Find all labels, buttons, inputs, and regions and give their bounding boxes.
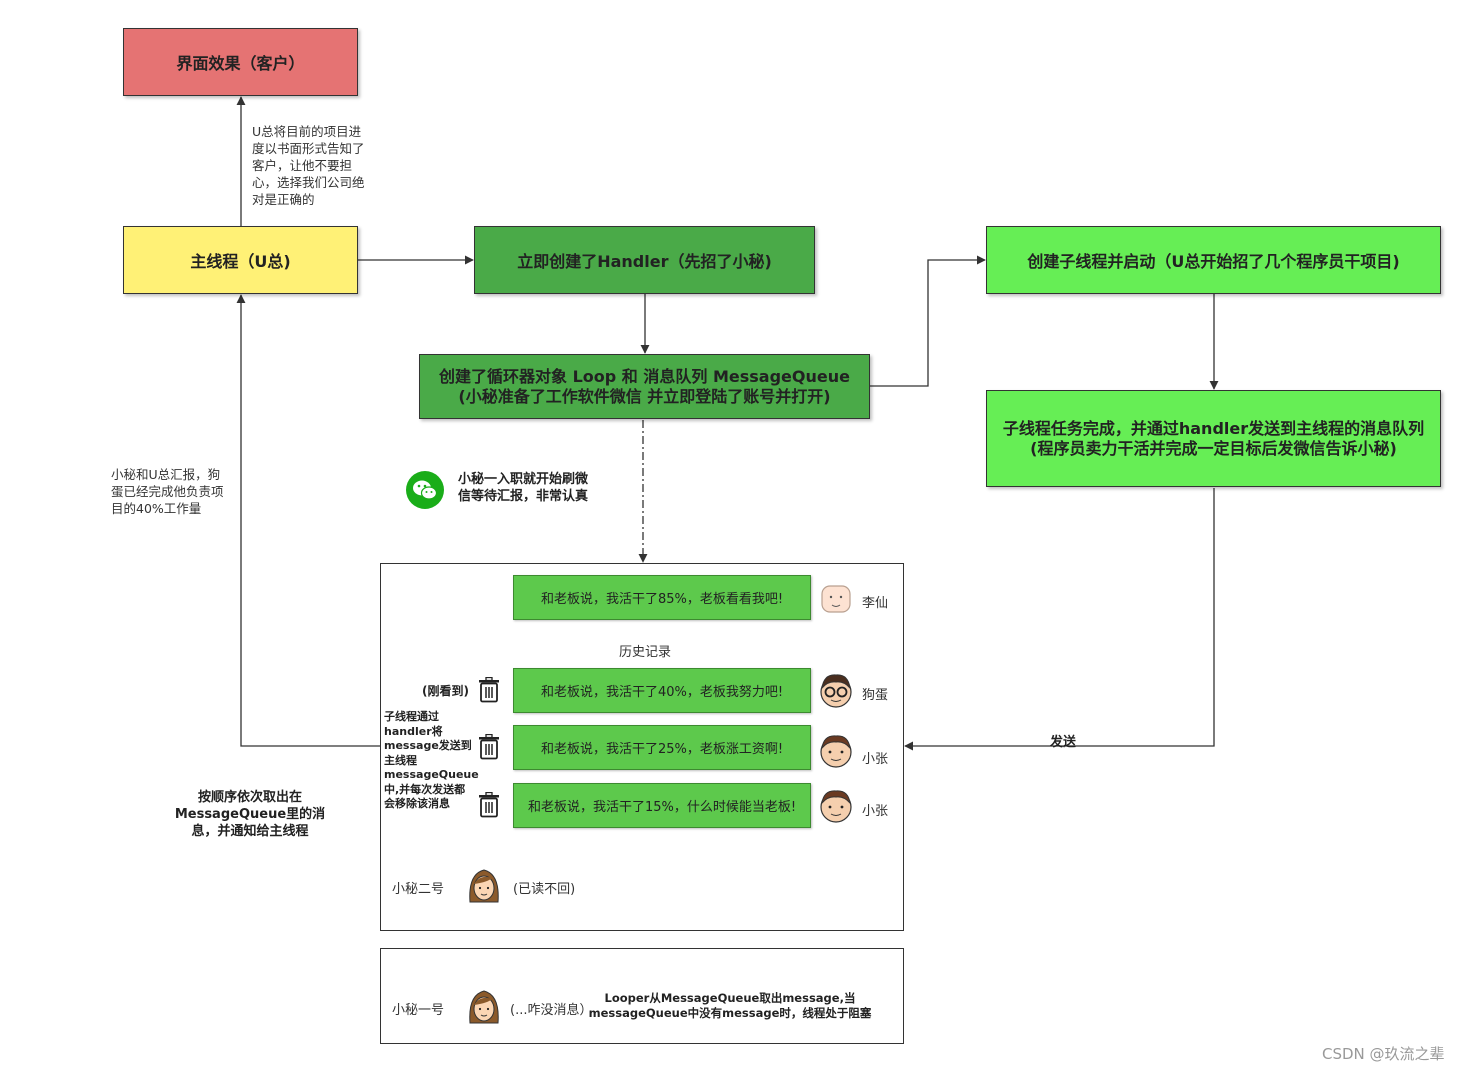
looper-line: 创建了循环器对象 Loop 和 消息队列 MessageQueue [439, 366, 850, 386]
secretary1-status: (...咋没消息） [510, 1003, 593, 1018]
sender-name: 小张 [862, 804, 889, 819]
girl-avatar-icon [469, 869, 499, 903]
handler-box: 立即创建了Handler（先招了小秘) [474, 226, 815, 294]
looper-line: (小秘准备了工作软件微信 并立即登陆了账号并打开) [458, 386, 831, 406]
wechat-icon [406, 471, 444, 509]
ui-effect-label: 界面效果（客户） [176, 54, 305, 73]
watermark: CSDN @玖流之辈 [1322, 1045, 1445, 1063]
chat-message: 和老板说，我活干了25%，老板涨工资啊! [513, 725, 811, 770]
bottom-panel [380, 948, 904, 1044]
avatar-icon [820, 790, 852, 823]
avatar-icon [820, 674, 852, 708]
main-thread-box: 主线程（U总) [123, 226, 358, 294]
chat-message: 和老板说，我活干了85%，老板看看我吧! [513, 575, 811, 620]
take-in-order-note: 按顺序依次取出在 MessageQueue里的消 息，并通知给主线程 [174, 790, 326, 839]
just-read-label: (刚看到) [422, 684, 469, 698]
sub-thread-label: 创建子线程并启动（U总开始招了几个程序员干项目) [1027, 252, 1400, 271]
sender-name: 李仙 [862, 596, 889, 611]
sub-done-box: 子线程任务完成，并通过handler发送到主线程的消息队列 (程序员卖力干活并完… [986, 390, 1441, 487]
chat-message: 和老板说，我活干了15%，什么时候能当老板! [513, 783, 811, 828]
report-client-note: U总将目前的项目进 度以书面形式告知了 客户，让他不要担 心，选择我们公司绝 对… [252, 124, 365, 207]
sub-send-note: 子线程通过 handler将 message发送到 主线程 messageQue… [384, 710, 479, 810]
secretary2-status: (已读不回) [513, 882, 576, 897]
sub-done-line: 子线程任务完成，并通过handler发送到主线程的消息队列 [1002, 418, 1425, 438]
secretary1-label: 小秘一号 [392, 1003, 445, 1018]
trash-icon [479, 677, 499, 703]
ui-effect-box: 界面效果（客户） [123, 28, 358, 96]
handler-label: 立即创建了Handler（先招了小秘) [517, 252, 772, 271]
looper-box: 创建了循环器对象 Loop 和 消息队列 MessageQueue (小秘准备了… [419, 354, 870, 419]
avatar-icon [821, 585, 851, 613]
send-label: 发送 [1050, 735, 1077, 750]
secretary2-label: 小秘二号 [392, 882, 445, 897]
chat-message: 和老板说，我活干了40%，老板我努力吧! [513, 668, 811, 713]
sender-name: 狗蛋 [862, 688, 889, 703]
arrow-chat-to-main [236, 294, 381, 747]
sender-name: 小张 [862, 752, 889, 767]
sub-thread-box: 创建子线程并启动（U总开始招了几个程序员干项目) [986, 226, 1441, 294]
blocking-note: Looper从MessageQueue取出message,当 messageQu… [588, 991, 872, 1020]
trash-icon [479, 734, 499, 760]
wechat-note: 小秘一入职就开始刷微 信等待汇报，非常认真 [458, 472, 589, 504]
report-boss-note: 小秘和U总汇报，狗 蛋已经完成他负责项 目的40%工作量 [111, 467, 224, 516]
history-label: 历史记录 [619, 645, 672, 660]
main-thread-label: 主线程（U总) [190, 252, 291, 271]
arrow-done-to-chat [904, 488, 1215, 751]
avatar-icon [820, 735, 852, 768]
sub-done-line: (程序员卖力干活并完成一定目标后发微信告诉小秘) [1030, 438, 1397, 458]
arrow-looper-to-subthread [870, 255, 986, 387]
girl-avatar-icon [469, 990, 499, 1024]
trash-icon [479, 792, 499, 818]
